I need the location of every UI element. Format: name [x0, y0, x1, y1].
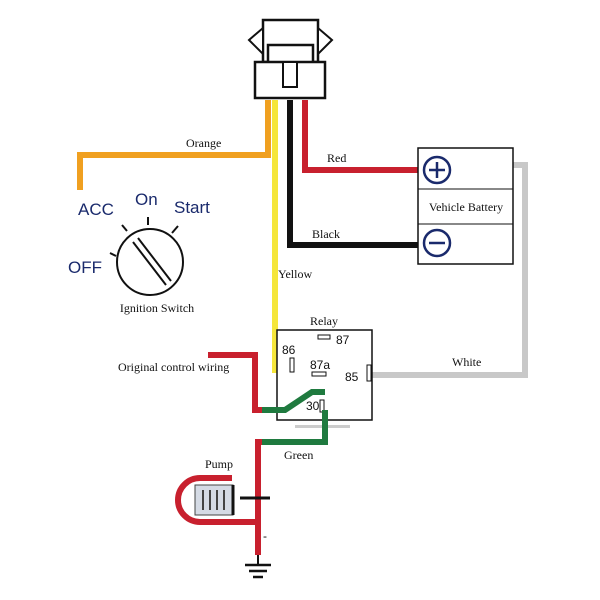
rocker-switch: [247, 18, 334, 100]
yellow-wire-label: Yellow: [278, 267, 312, 281]
orange-wire: [77, 100, 271, 190]
acc-label: ACC: [78, 200, 114, 219]
on-label: On: [135, 190, 158, 209]
control-wire: [208, 352, 262, 485]
pin-85-label: 85: [345, 370, 359, 384]
black-wire-label: Black: [312, 227, 340, 241]
black-wire: [287, 100, 418, 248]
orange-wire-label: Orange: [186, 136, 221, 150]
off-label: OFF: [68, 258, 102, 277]
control-wiring-label: Original control wiring: [118, 360, 229, 374]
vehicle-battery: Vehicle Battery: [417, 147, 514, 265]
pump-minus-label: -: [263, 529, 267, 543]
pump-label: Pump: [205, 457, 233, 471]
green-wire-label: Green: [284, 448, 313, 462]
ignition-switch-label: Ignition Switch: [120, 301, 194, 315]
battery-label: Vehicle Battery: [429, 200, 503, 214]
white-wire: [372, 162, 528, 378]
red-wire: [302, 100, 418, 173]
green-wire: [262, 389, 328, 445]
pin-87-label: 87: [336, 333, 350, 347]
pump: Pump -: [175, 457, 270, 555]
relay-label: Relay: [310, 314, 338, 328]
ground-icon: [245, 555, 271, 579]
start-label: Start: [174, 198, 210, 217]
white-wire-label: White: [452, 355, 481, 369]
ignition-switch: ACC On Start OFF Ignition Switch: [68, 190, 210, 315]
pin-30-label: 30: [306, 399, 320, 413]
pin-86-label: 86: [282, 343, 296, 357]
red-wire-label: Red: [327, 151, 346, 165]
pin-87a-label: 87a: [310, 358, 330, 372]
